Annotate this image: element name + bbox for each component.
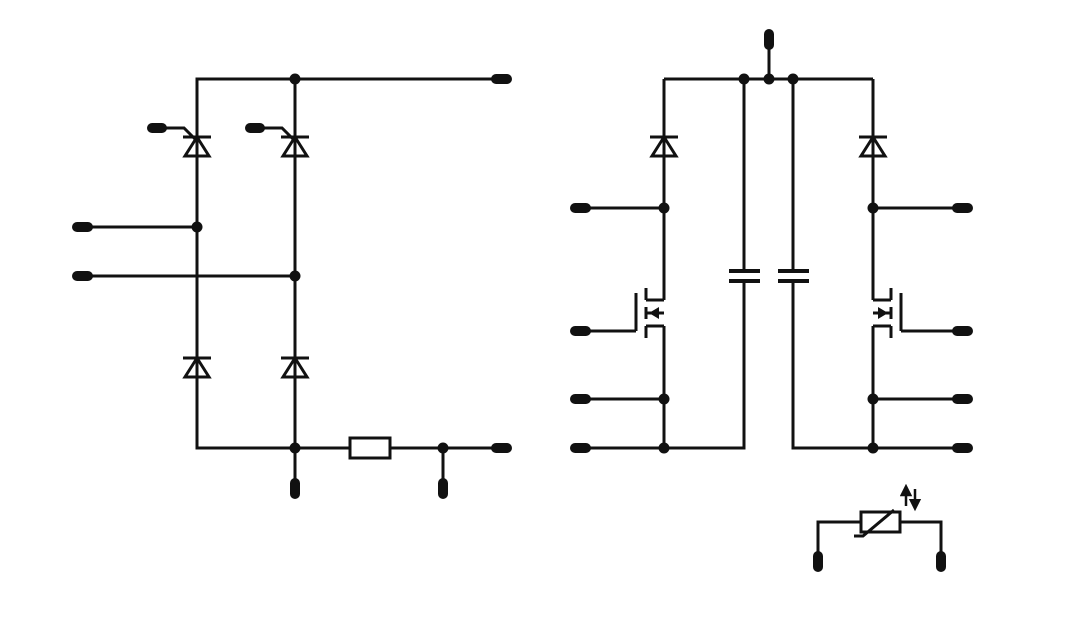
junction-dot	[658, 442, 670, 454]
junction-dot	[289, 270, 301, 282]
junction-dot	[191, 221, 203, 233]
capacitor-symbol	[778, 269, 809, 283]
diode-symbol	[858, 134, 888, 158]
junction-dot	[787, 73, 799, 85]
resistor-symbol	[348, 436, 392, 460]
junction-dot	[658, 202, 670, 214]
wire-top-rail	[195, 77, 501, 256]
wire-thermistor-left	[816, 520, 861, 560]
wire-thermistor-right	[900, 520, 943, 560]
thermistor-symbol	[859, 510, 902, 534]
diode-symbol	[280, 355, 310, 379]
mosfet-symbol	[873, 288, 903, 338]
diode-symbol	[182, 355, 212, 379]
thyristor-symbol	[255, 126, 310, 158]
wire-left-bottom	[580, 281, 746, 450]
junction-dot	[658, 393, 670, 405]
thermistor-slash	[854, 508, 895, 538]
capacitor-symbol	[729, 269, 760, 283]
inverter-leg-pair	[570, 29, 973, 454]
mosfet-symbol	[634, 288, 664, 338]
junction-dot	[867, 393, 879, 405]
junction-dot	[437, 442, 449, 454]
junction-dot	[289, 73, 301, 85]
junction-dot	[289, 442, 301, 454]
junction-dot	[738, 73, 750, 85]
wire-right-bottom	[791, 281, 962, 450]
rectifier-bridge	[72, 73, 512, 499]
wire-left-column-lower	[195, 226, 295, 450]
junction-dot	[867, 202, 879, 214]
thyristor-symbol	[157, 126, 212, 158]
thermistor-sensor	[813, 483, 946, 572]
junction-dot	[763, 73, 775, 85]
diode-symbol	[649, 134, 679, 158]
junction-dot	[867, 442, 879, 454]
